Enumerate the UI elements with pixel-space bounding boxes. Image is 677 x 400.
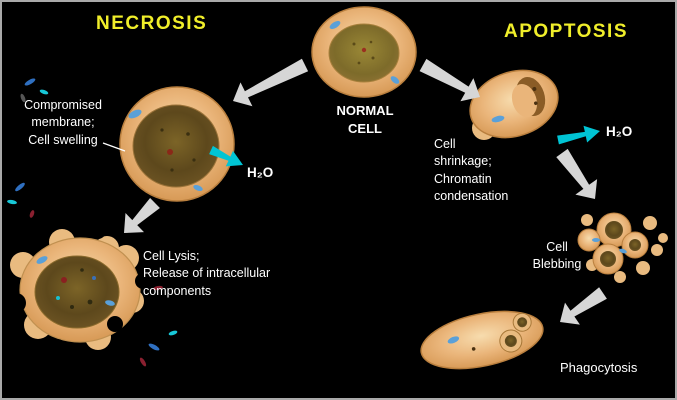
apoptosis-step1-label: Cell shrinkage; Chromatin condensation	[434, 137, 509, 203]
apoptosis-step2-label: Cell Blebbing	[532, 240, 582, 272]
swollen-cell-shape	[102, 86, 235, 202]
shrinking-cell-shape	[469, 69, 559, 140]
water-arrow-necrosis	[209, 145, 243, 167]
lysed-cell-shape	[6, 223, 151, 357]
blebbing-cell-shape	[577, 212, 668, 283]
arrow-blebbing-to-phagocytosis	[560, 287, 607, 325]
apoptosis-water-label: H₂O	[606, 124, 633, 139]
apoptosis-step3-label: Phagocytosis	[560, 360, 638, 375]
arrow-swelling-to-lysis	[124, 198, 160, 233]
necrosis-step2-label: Cell Lysis; Release of intracellular com…	[143, 249, 271, 298]
arrow-normal-to-necrosis	[233, 58, 309, 107]
normal-cell-label: NORMAL CELL	[336, 103, 394, 136]
arrow-shrinkage-to-blebbing	[556, 148, 598, 199]
arrow-normal-to-apoptosis	[419, 58, 480, 102]
debris-specks	[7, 78, 178, 367]
necrosis-water-label: H₂O	[247, 165, 274, 180]
pointer-line	[102, 142, 126, 152]
apoptosis-title: APOPTOSIS	[504, 21, 629, 42]
phagocytosis-cell-shape	[420, 310, 544, 370]
necrosis-title: NECROSIS	[96, 13, 208, 34]
water-arrow-apoptosis	[557, 125, 600, 145]
normal-cell-shape	[311, 6, 417, 98]
necrosis-step1-label: Compromised membrane; Cell swelling	[24, 98, 102, 147]
arrow-layer	[124, 58, 607, 325]
